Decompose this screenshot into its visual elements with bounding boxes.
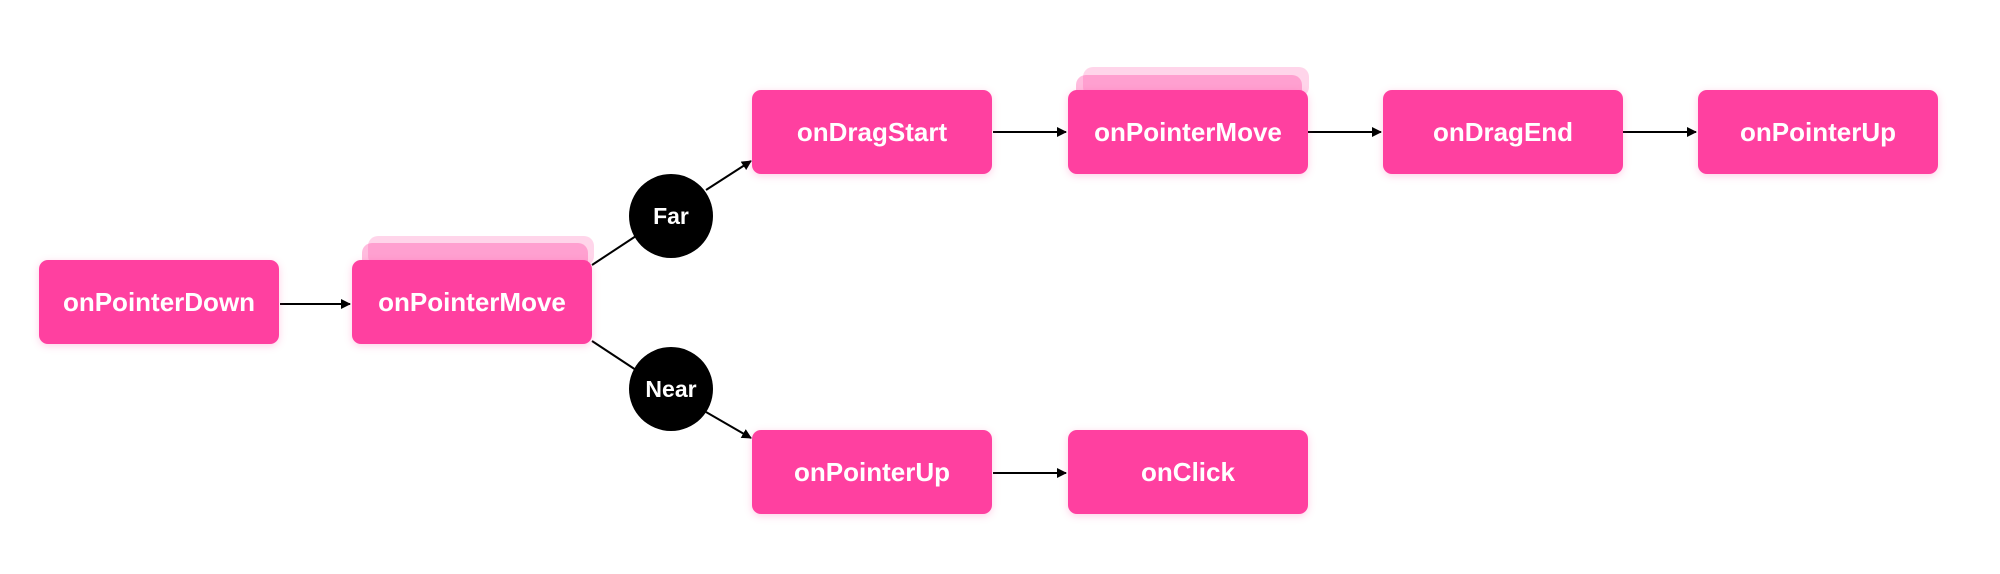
decision-near: Near — [629, 347, 713, 431]
node-pointer-up-drag: onPointerUp — [1698, 90, 1938, 174]
node-pointer-move-dragging: onPointerMove — [1068, 90, 1308, 174]
node-drag-end: onDragEnd — [1383, 90, 1623, 174]
node-drag-start: onDragStart — [752, 90, 992, 174]
arrow-near-to-pointerup — [705, 411, 752, 439]
node-click: onClick — [1068, 430, 1308, 514]
arrow-pointermove-to-far — [591, 235, 637, 266]
decision-far: Far — [629, 174, 713, 258]
node-pointer-down: onPointerDown — [39, 260, 279, 344]
arrow-pointermove-to-near — [591, 340, 637, 371]
node-pointer-move: onPointerMove — [352, 260, 592, 344]
node-pointer-up-click: onPointerUp — [752, 430, 992, 514]
arrow-far-to-dragstart — [705, 160, 752, 191]
